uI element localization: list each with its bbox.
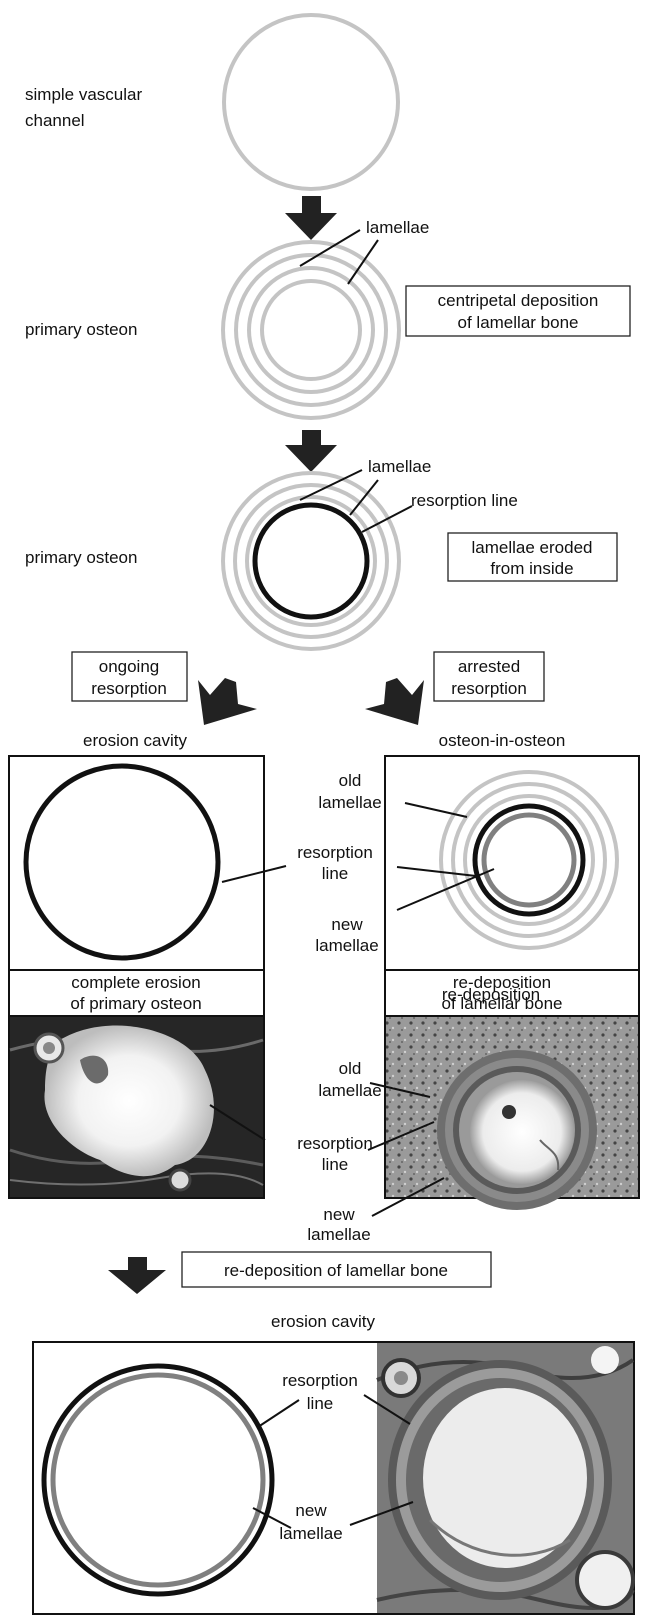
lamella-ring <box>221 471 401 651</box>
micrograph-left <box>9 1017 264 1197</box>
stage-primary-osteon-resorbed: primary osteon lamellae resorption line … <box>25 457 618 651</box>
down-arrow-3-icon <box>108 1257 166 1294</box>
text-ongoing: ongoing <box>99 657 160 676</box>
branch-labels: ongoing resorption arrested resorption <box>71 651 545 702</box>
title-erosion-cavity-2: erosion cavity <box>271 1312 375 1331</box>
panel-osteon-in-osteon: re-deposition of lamellar bone <box>384 755 640 1210</box>
leader-line <box>363 1394 411 1425</box>
erosion-cavity-circle <box>23 763 221 961</box>
caption-complete-erosion: complete erosion <box>71 973 200 992</box>
title-osteon-in-osteon: osteon-in-osteon <box>439 731 566 750</box>
box-text-redeposition: re-deposition of lamellar bone <box>224 1261 448 1280</box>
label-resorption-line-1: resorption line <box>411 491 518 510</box>
new-lamella-ring <box>481 812 577 908</box>
resorption-line-circle <box>41 1363 275 1597</box>
panel-bottom: resorption line new lamellae <box>32 1341 635 1615</box>
label-line-mid-1: line <box>322 864 348 883</box>
lamella-ring <box>221 240 401 420</box>
box-text-centripetal: centripetal deposition <box>438 291 599 310</box>
label-resorption-mid-1: resorption <box>297 843 373 862</box>
leader-line <box>369 1082 431 1098</box>
leader-line <box>299 229 361 267</box>
resorption-line-circle <box>472 803 586 917</box>
info-box-eroded <box>447 532 618 582</box>
diag-arrow-right-icon <box>365 678 424 725</box>
leader-line <box>347 239 379 285</box>
leader-line <box>349 1501 414 1526</box>
label-lamellae-bottom: lamellae <box>279 1524 342 1543</box>
lamella-ring <box>245 495 377 627</box>
label-lamellae-1: lamellae <box>366 218 429 237</box>
down-arrow-2-icon <box>285 430 337 472</box>
old-lamella-ring <box>463 794 595 926</box>
box-ongoing-resorption <box>71 651 188 702</box>
leader-line <box>349 479 379 516</box>
leader-line <box>221 865 287 883</box>
box-text-eroded: lamellae eroded <box>472 538 593 557</box>
caption-primary-osteon: of primary osteon <box>70 994 201 1013</box>
label-line-mid-2: line <box>322 1155 348 1174</box>
label-lamellae-new-1: lamellae <box>315 936 378 955</box>
leader-line <box>209 1104 266 1141</box>
label-resorption-bottom: resorption <box>282 1371 358 1390</box>
label-lamellae-old-2: lamellae <box>318 1081 381 1100</box>
old-lamella-ring <box>451 782 607 938</box>
panel-erosion-cavity: complete erosion of primary osteon <box>8 755 265 1199</box>
caption-re-deposition-final: re-deposition <box>453 973 551 992</box>
label-old-2: old <box>339 1059 362 1078</box>
label-line-bottom: line <box>307 1394 333 1413</box>
lamella-ring <box>247 266 375 394</box>
leader-line <box>367 1121 435 1151</box>
text-resorption-left: resorption <box>91 679 167 698</box>
label-resorption-mid-2: resorption <box>297 1134 373 1153</box>
label-lamellae-new-2: lamellae <box>307 1225 370 1244</box>
label-primary-osteon-2: primary osteon <box>25 548 137 567</box>
leader-line <box>299 469 363 501</box>
info-box-redeposition <box>181 1251 492 1288</box>
leader-line <box>396 866 477 877</box>
stage-simple-vascular-channel: simple vascular channel <box>25 13 400 191</box>
diag-arrow-left-icon <box>198 678 257 725</box>
leader-line <box>404 802 468 818</box>
label-lamellae-2: lamellae <box>368 457 431 476</box>
text-arrested: arrested <box>458 657 520 676</box>
resorption-line-circle <box>252 502 370 620</box>
box-text-lamellar: of lamellar bone <box>458 313 579 332</box>
new-lamella-ring <box>50 1372 266 1588</box>
text-resorption-right: resorption <box>451 679 527 698</box>
lamella-ring <box>260 279 362 381</box>
lamella-ring <box>234 253 388 407</box>
label-primary-osteon-1: primary osteon <box>25 320 137 339</box>
label-old-1: old <box>339 771 362 790</box>
leader-line <box>257 1399 300 1428</box>
leader-line <box>396 868 495 911</box>
label-new-1: new <box>331 915 363 934</box>
caption-re-deposition: re-deposition <box>442 985 540 1004</box>
label-channel: channel <box>25 111 85 130</box>
leader-line <box>371 1177 445 1217</box>
leader-line <box>252 1507 292 1529</box>
stage-primary-osteon: primary osteon lamellae centripetal depo… <box>25 218 631 420</box>
middle-labels: old lamellae resorption line new lamella… <box>209 771 445 1244</box>
label-new-2: new <box>323 1205 355 1224</box>
info-box-centripetal <box>405 285 631 337</box>
leader-line <box>361 505 413 533</box>
vascular-channel-circle <box>222 13 400 191</box>
old-lamella-ring <box>439 770 619 950</box>
title-erosion-cavity-1: erosion cavity <box>83 731 187 750</box>
caption-lamellar-bone-final: of lamellar bone <box>442 994 563 1013</box>
micrograph-right <box>386 1017 638 1210</box>
box-arrested-resorption <box>433 651 545 702</box>
lamella-ring <box>233 483 389 639</box>
box-text-inside: from inside <box>490 559 573 578</box>
label-simple-vascular: simple vascular <box>25 85 142 104</box>
label-new-bottom: new <box>295 1501 327 1520</box>
label-lamellae-old-1: lamellae <box>318 793 381 812</box>
micrograph-bottom <box>376 1343 635 1613</box>
down-arrow-1-icon <box>285 196 337 240</box>
